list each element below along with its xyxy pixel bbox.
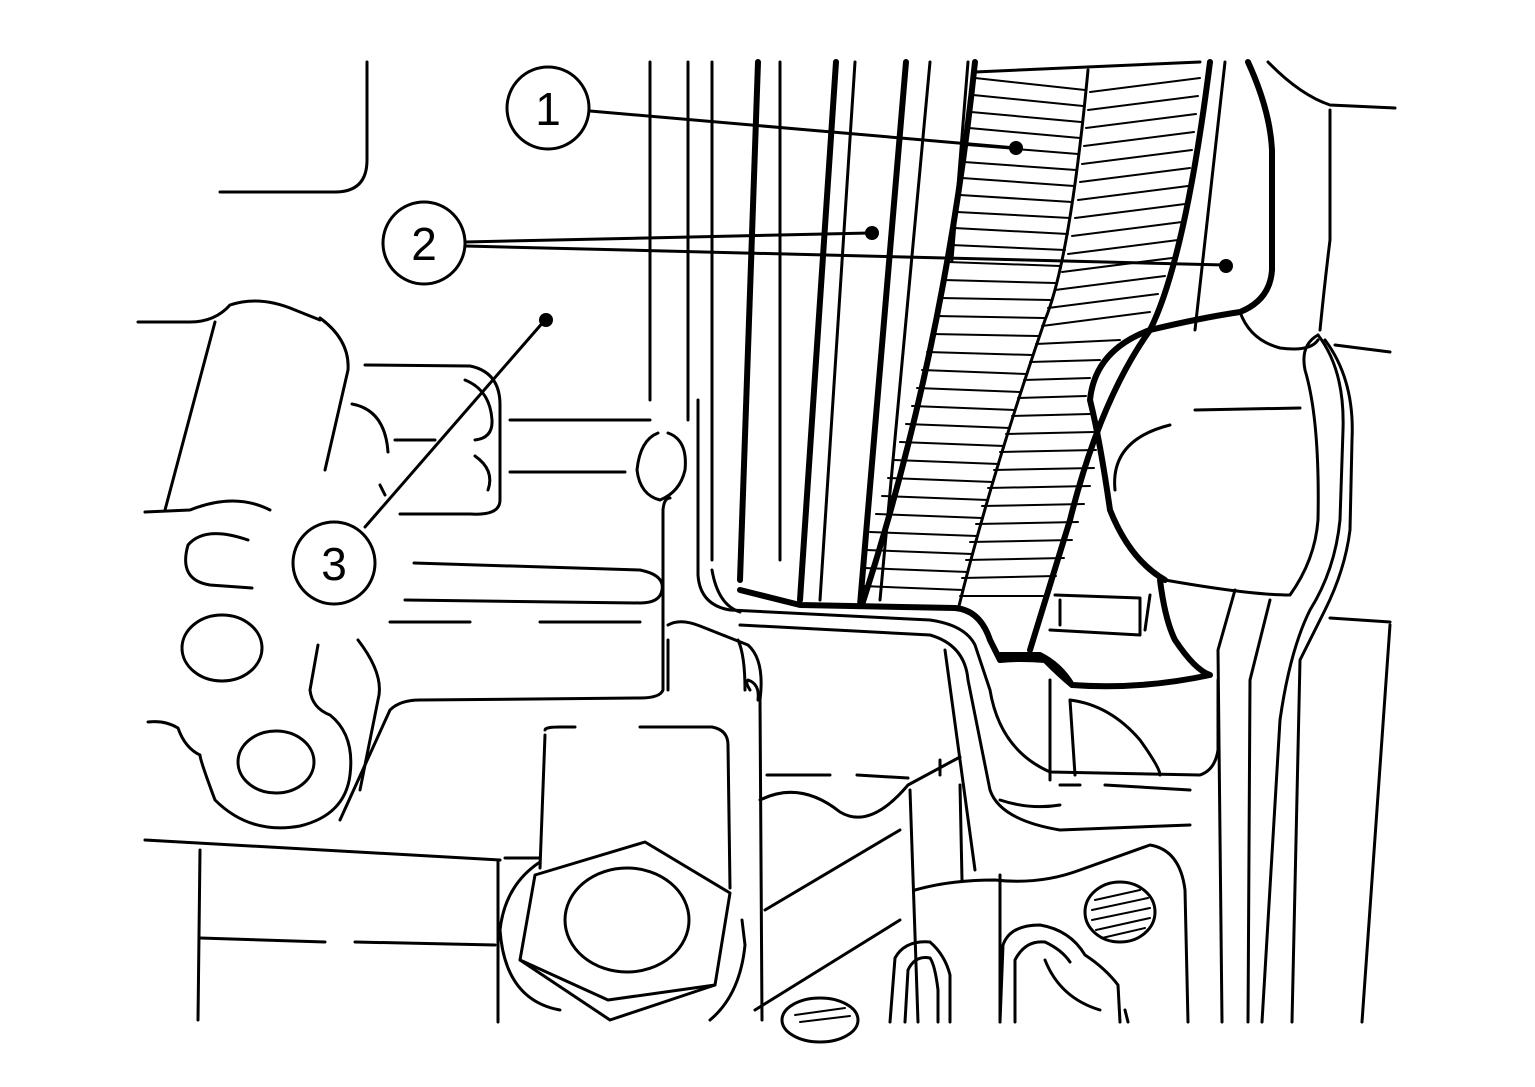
callout-2b-point xyxy=(1219,259,1233,273)
callout-1-point xyxy=(1009,141,1023,155)
callout-3-point xyxy=(539,313,553,327)
callout-2-label: 2 xyxy=(411,218,437,270)
callout-2: 2 xyxy=(381,200,467,286)
lower-left-housing xyxy=(143,60,687,1024)
callout-1: 1 xyxy=(505,65,591,151)
lower-right-block xyxy=(780,873,1157,1044)
timing-belt xyxy=(859,59,1213,653)
upper-left-bracket xyxy=(218,60,369,194)
tensioner-housing xyxy=(997,59,1397,1024)
callout-1-label: 1 xyxy=(535,83,561,135)
leader-lines xyxy=(363,109,1233,529)
callout-3-label: 3 xyxy=(321,538,347,590)
lower-cover xyxy=(696,398,1220,832)
callout-3: 3 xyxy=(291,520,377,606)
crank-bracket xyxy=(498,620,1190,1024)
callout-2a-point xyxy=(865,226,879,240)
timing-cover-lines xyxy=(686,59,970,608)
left-bracket-body xyxy=(136,299,664,830)
